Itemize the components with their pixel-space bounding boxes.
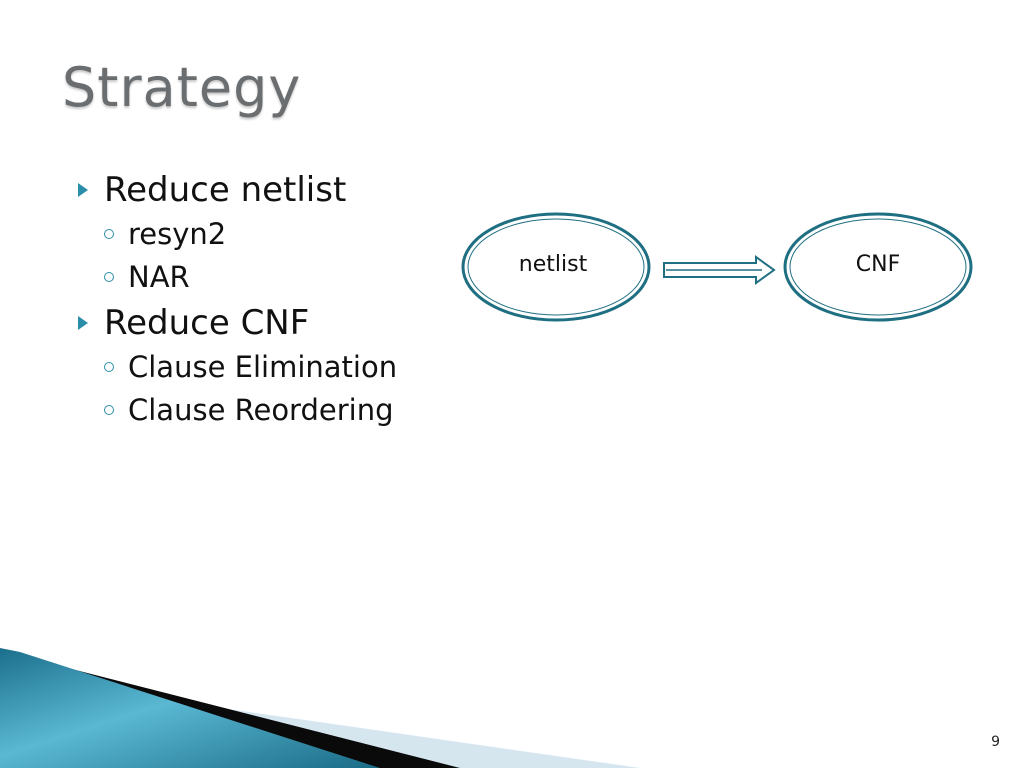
circle-bullet-icon — [104, 228, 114, 239]
cnf-node-label: CNF — [855, 252, 901, 277]
sub-bullet-text: Clause Elimination — [128, 349, 398, 384]
circle-bullet-icon — [104, 271, 114, 282]
triangle-bullet-icon — [78, 183, 88, 197]
arrow-icon — [663, 255, 776, 285]
bullet-text: Reduce CNF — [104, 303, 310, 343]
sub-bullet-text: Clause Reordering — [128, 392, 394, 427]
footer-decoration — [0, 648, 640, 768]
bullet-reduce-cnf: Reduce CNF — [76, 301, 456, 345]
sub-bullet-text: NAR — [128, 259, 190, 294]
slide-title: Strategy — [62, 56, 302, 119]
bullet-reduce-netlist: Reduce netlist — [76, 168, 456, 212]
netlist-node — [461, 212, 651, 322]
triangle-bullet-icon — [78, 316, 88, 330]
bullet-list: Reduce netlist resyn2 NAR Reduce CNF Cla… — [76, 168, 456, 431]
sub-bullet-nar: NAR — [76, 255, 456, 298]
page-number: 9 — [991, 734, 1000, 750]
bullet-text: Reduce netlist — [104, 170, 347, 210]
sub-bullet-clause-reordering: Clause Reordering — [76, 388, 456, 431]
sub-bullet-resyn2: resyn2 — [76, 212, 456, 255]
sub-bullet-clause-elimination: Clause Elimination — [76, 345, 456, 388]
circle-bullet-icon — [104, 404, 114, 415]
circle-bullet-icon — [104, 361, 114, 372]
sub-bullet-text: resyn2 — [128, 216, 227, 251]
cnf-node — [783, 212, 973, 322]
netlist-node-label: netlist — [518, 252, 588, 277]
